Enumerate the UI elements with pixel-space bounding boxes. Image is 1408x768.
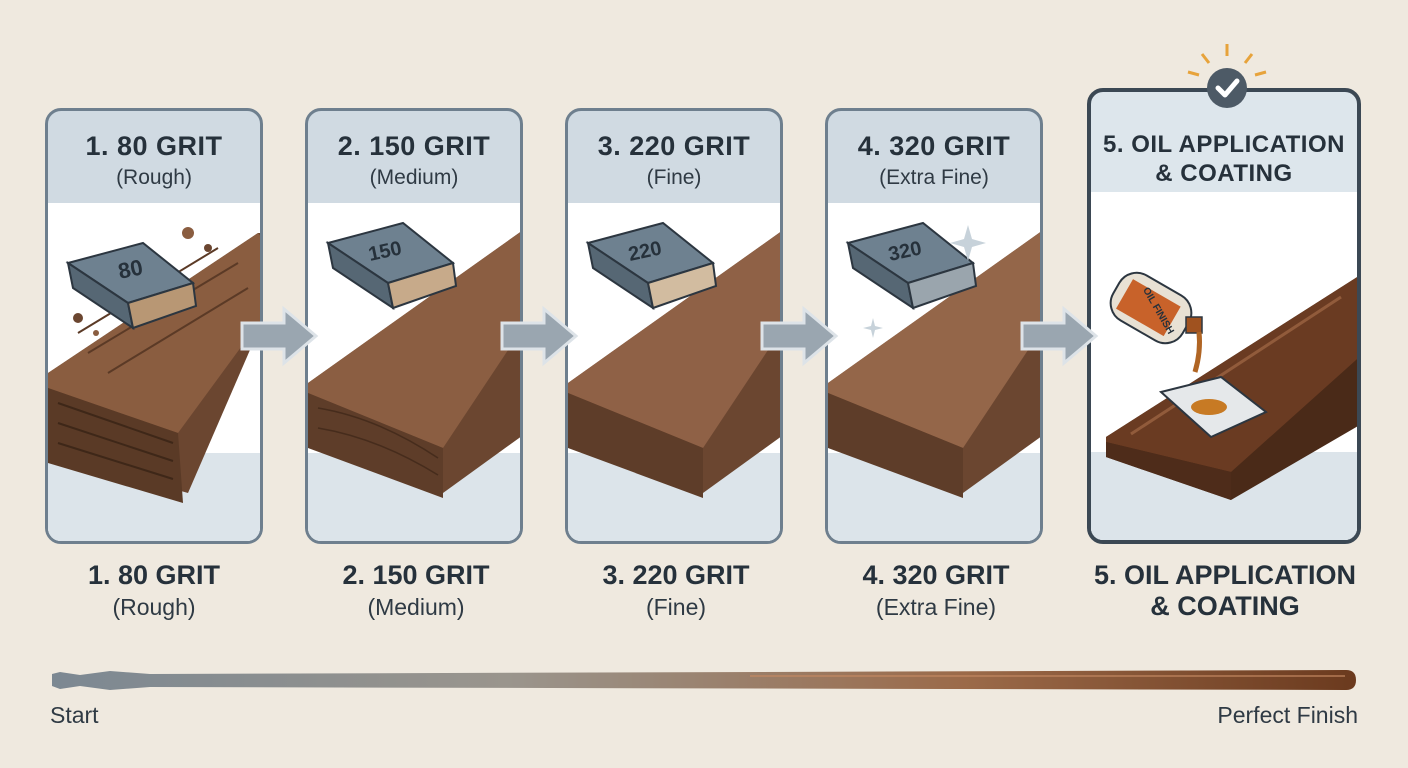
cloth-icon — [1158, 375, 1268, 439]
sanding-block-220: 220 — [585, 221, 718, 311]
caption-title: 1. 80 GRIT — [87, 560, 221, 590]
step-panel-2: 2. 150 GRIT (Medium) 150 — [305, 108, 523, 544]
caption-title: 3. 220 GRIT — [602, 560, 750, 590]
caption-title: 2. 150 GRIT — [342, 560, 490, 590]
progress-end-label: Perfect Finish — [1217, 702, 1358, 728]
caption-subtitle: (Extra Fine) — [875, 594, 997, 620]
panel-illustration: 220 — [568, 203, 780, 541]
caption-title: 4. 320 GRIT — [862, 560, 1010, 590]
step-caption-3: 3. 220 GRIT (Fine) — [536, 560, 816, 621]
panel-title: 4. 320 GRIT — [857, 131, 1011, 161]
step-caption-1: 1. 80 GRIT (Rough) — [14, 560, 294, 621]
arrow-right-icon — [760, 305, 839, 367]
arrow-right-icon — [1020, 305, 1099, 367]
progress-start-label: Start — [50, 702, 99, 728]
sanding-block-80: 80 — [65, 241, 198, 331]
caption-subtitle: (Rough) — [112, 594, 196, 620]
fine-wood-illustration: 220 — [568, 221, 780, 541]
panel-header: 2. 150 GRIT (Medium) — [308, 111, 520, 203]
oiled-wood-illustration: OIL FINISH — [1091, 271, 1357, 540]
step-panel-3: 3. 220 GRIT (Fine) 220 — [565, 108, 783, 544]
panel-title: 2. 150 GRIT — [337, 131, 491, 161]
step-caption-4: 4. 320 GRIT (Extra Fine) — [796, 560, 1076, 621]
panel-header: 5. OIL APPLICATION & COATING — [1091, 92, 1357, 192]
panel-subtitle: (Medium) — [369, 166, 459, 189]
panel-header: 1. 80 GRIT (Rough) — [48, 111, 260, 203]
arrow-right-icon — [500, 305, 579, 367]
panel-header: 3. 220 GRIT (Fine) — [568, 111, 780, 203]
block-label: 80 — [116, 254, 145, 284]
panel-subtitle: (Fine) — [646, 166, 702, 189]
panel-illustration: 150 — [308, 203, 520, 541]
step-panel-5: 5. OIL APPLICATION & COATING OIL FINISH — [1087, 88, 1361, 544]
panel-title-line-1: 5. OIL APPLICATION — [1103, 131, 1345, 158]
sparkle-icon — [950, 225, 986, 261]
step-caption-5: 5. OIL APPLICATION & COATING — [1085, 560, 1365, 622]
extra-fine-wood-illustration: 320 — [828, 221, 1040, 541]
arrow-right-icon — [240, 305, 319, 367]
caption-subtitle: (Medium) — [367, 594, 465, 620]
step-caption-2: 2. 150 GRIT (Medium) — [276, 560, 556, 621]
caption-title-line-2: & COATING — [1150, 591, 1300, 621]
oil-bottle-icon: OIL FINISH — [1109, 271, 1203, 373]
panel-subtitle: (Extra Fine) — [879, 166, 989, 189]
caption-subtitle: (Fine) — [645, 594, 707, 620]
progress-bar — [52, 670, 1356, 690]
rough-wood-illustration: 80 — [48, 227, 260, 541]
sparkle-icon — [863, 318, 883, 338]
panel-title: 3. 220 GRIT — [597, 131, 751, 161]
panel-subtitle: (Rough) — [116, 166, 192, 189]
panel-header: 4. 320 GRIT (Extra Fine) — [828, 111, 1040, 203]
check-badge-icon — [1187, 44, 1267, 108]
panel-illustration: 320 — [828, 203, 1040, 541]
step-panel-1: 1. 80 GRIT (Rough) 80 — [45, 108, 263, 544]
panel-title-line-2: & COATING — [1155, 160, 1293, 187]
step-panel-4: 4. 320 GRIT (Extra Fine) 320 — [825, 108, 1043, 544]
panel-illustration: OIL FINISH — [1091, 192, 1357, 540]
medium-wood-illustration: 150 — [308, 221, 520, 541]
sanding-block-320: 320 — [845, 221, 978, 311]
caption-title-line-1: 5. OIL APPLICATION — [1093, 560, 1357, 590]
panel-title: 1. 80 GRIT — [85, 131, 223, 161]
panel-illustration: 80 — [48, 203, 260, 541]
sanding-block-150: 150 — [325, 221, 458, 311]
